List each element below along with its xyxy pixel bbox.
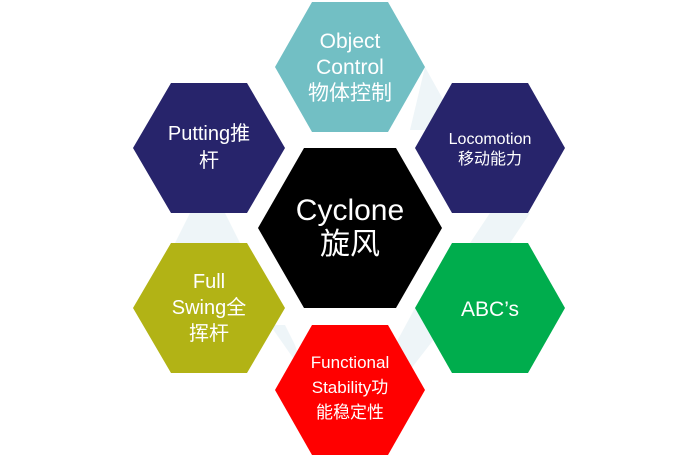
hexagon-abcs <box>415 243 565 373</box>
hexagon-locomotion <box>415 83 565 213</box>
node-putting: Putting推杆 <box>133 83 285 213</box>
connector-right <box>470 213 530 243</box>
label-putting: Putting推杆 <box>168 122 250 172</box>
connector-left <box>175 213 240 243</box>
hexagon-center <box>258 148 442 308</box>
hexagon-functional-stability <box>275 325 425 455</box>
node-abcs: ABC’s <box>415 243 565 373</box>
hexagon-full-swing <box>133 243 285 373</box>
label-abcs: ABC’s <box>461 298 519 321</box>
hexagon-putting <box>133 83 285 213</box>
hexagon-object-control <box>275 2 425 132</box>
